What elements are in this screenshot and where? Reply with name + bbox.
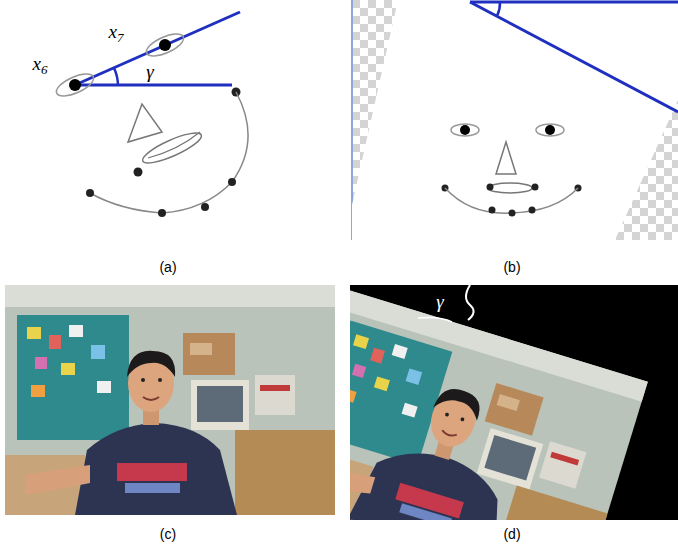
point-label: x6 [33,54,48,77]
rotated-face [352,0,678,240]
face-model [53,12,248,217]
angle-label: γ [146,62,154,83]
photo [5,285,335,515]
point-label: x7 [109,22,124,45]
rotated-photo [350,285,678,520]
angle-label: γ [436,292,444,313]
panel-caption: (d) [503,527,520,542]
panel-caption: (c) [160,527,176,542]
panel-caption: (a) [159,260,176,275]
panel-caption: (b) [503,260,520,275]
